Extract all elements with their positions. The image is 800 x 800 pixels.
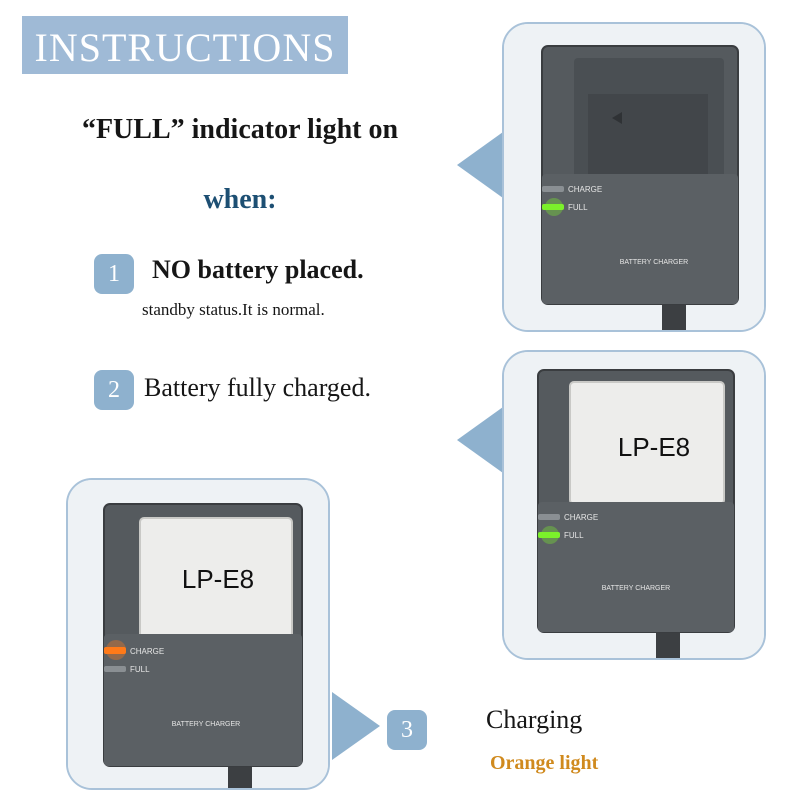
step-3-title: Charging xyxy=(486,705,583,734)
charger-charging-illustration: LP-E8 CHARGE FULL BATTERY CHARGER xyxy=(68,480,328,788)
charger-photo-empty: CHARGE FULL BATTERY CHARGER xyxy=(502,22,766,332)
pointer-arrow-3 xyxy=(332,692,380,760)
charger-photo-charging: LP-E8 CHARGE FULL BATTERY CHARGER xyxy=(66,478,330,790)
banner-title: INSTRUCTIONS xyxy=(34,24,336,70)
battery-label: LP-E8 xyxy=(618,432,690,462)
pointer-arrow-2 xyxy=(457,407,503,473)
pointer-arrow-1 xyxy=(457,132,503,198)
when-label: when: xyxy=(203,184,277,215)
charger-full-illustration: LP-E8 CHARGE FULL BATTERY CHARGER xyxy=(504,352,764,658)
battery-charger-label: BATTERY CHARGER xyxy=(620,259,688,266)
charger-photo-full: LP-E8 CHARGE FULL BATTERY CHARGER xyxy=(502,350,766,660)
step-1-title: NO battery placed. xyxy=(152,255,364,284)
full-led-off xyxy=(104,666,126,672)
charge-label: CHARGE xyxy=(130,647,164,656)
step-1-number: 1 xyxy=(108,260,120,287)
step-3-badge: 3 xyxy=(387,710,427,750)
full-label: FULL xyxy=(568,203,588,212)
charge-label: CHARGE xyxy=(564,513,598,522)
step-2-number: 2 xyxy=(108,376,120,403)
orange-light-label: Orange light xyxy=(490,752,599,774)
charge-led-off xyxy=(542,186,564,192)
step-3-number: 3 xyxy=(401,716,413,743)
full-led-on xyxy=(542,198,564,216)
step-1-subtitle: standby status.It is normal. xyxy=(142,300,325,319)
battery-label: LP-E8 xyxy=(182,564,254,594)
charge-led-off xyxy=(538,514,560,520)
full-led-on xyxy=(538,526,560,544)
battery-charger-label: BATTERY CHARGER xyxy=(172,721,240,728)
step-2-title: Battery fully charged. xyxy=(144,373,371,402)
battery-charger-label: BATTERY CHARGER xyxy=(602,585,670,592)
step-1-badge: 1 xyxy=(94,254,134,294)
full-label: FULL xyxy=(130,665,150,674)
charger-empty-illustration: CHARGE FULL BATTERY CHARGER xyxy=(504,24,764,330)
instructions-banner: INSTRUCTIONS xyxy=(22,16,348,74)
step-2-badge: 2 xyxy=(94,370,134,410)
charge-label: CHARGE xyxy=(568,185,602,194)
charge-led-on xyxy=(104,640,126,660)
full-indicator-headline: “FULL” indicator light on xyxy=(81,114,399,145)
full-label: FULL xyxy=(564,531,584,540)
